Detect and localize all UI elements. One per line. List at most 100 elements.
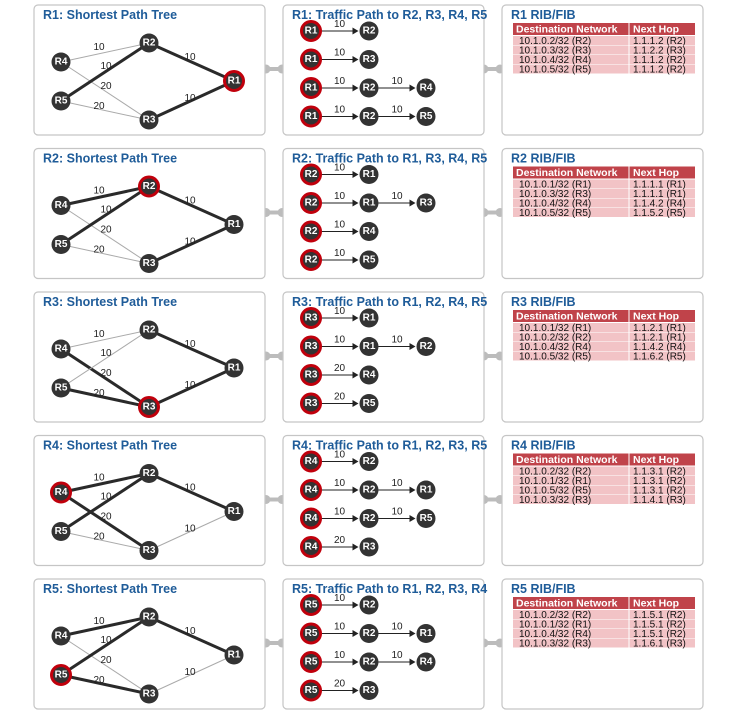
panel-frame — [33, 4, 266, 136]
router-r2: R2 — [359, 21, 379, 41]
router-r1: R1 — [223, 70, 245, 92]
router-label: R3 — [143, 258, 156, 269]
router-label: R5 — [305, 628, 318, 639]
destination-cell: 10.1.0.2/32 (R2) — [519, 466, 591, 477]
link-r5-r3-unused — [60, 244, 150, 264]
panel-frame — [282, 4, 485, 136]
destination-cell: 10.1.0.2/32 (R2) — [519, 610, 591, 621]
header-next-hop: Next Hop — [633, 598, 679, 610]
link-r5-r2-tree — [60, 615, 150, 677]
router-r2: R2 — [359, 107, 379, 126]
link-cost-label: 10 — [100, 348, 112, 359]
router-label: R5 — [55, 670, 68, 681]
traffic-title: R5: Traffic Path to R1, R2, R3, R4 — [292, 582, 487, 596]
destination-cell: 10.1.0.3/32 (R3) — [519, 45, 591, 56]
path-cost-label: 10 — [334, 593, 346, 604]
path-cost-label: 10 — [334, 48, 346, 59]
router-label: R5 — [305, 657, 318, 668]
arrow-head — [409, 343, 416, 350]
router-label: R1 — [305, 83, 318, 94]
destination-cell: 10.1.0.3/32 (R3) — [519, 495, 591, 506]
router-label: R4 — [363, 226, 376, 237]
link-cost-label: 10 — [100, 492, 112, 503]
destination-cell: 10.1.0.5/32 (R5) — [519, 485, 591, 496]
link-cost-label: 10 — [93, 186, 105, 197]
link-r2-r1-tree — [148, 328, 235, 370]
router-r4: R4 — [300, 479, 322, 501]
link-cost-label: 10 — [93, 616, 105, 627]
shortest-path-tree-panel: R5: Shortest Path Tree102010201010R4R5R2… — [33, 578, 266, 710]
link-r5-r2-unused — [60, 329, 150, 389]
router-label: R1 — [228, 219, 241, 230]
next-hop-cell: 1.1.4.2 (R4) — [633, 198, 686, 209]
router-r2: R2 — [139, 320, 159, 340]
router-label: R4 — [55, 344, 68, 355]
router-label: R4 — [305, 485, 318, 496]
router-r2: R2 — [416, 337, 436, 356]
link-cost-label: 10 — [184, 483, 196, 494]
destination-cell: 10.1.0.4/32 (R4) — [519, 55, 591, 66]
link-r5-r2-tree — [60, 185, 150, 246]
next-hop-cell: 1.1.1.2 (R2) — [633, 36, 686, 47]
next-hop-cell: 1.1.1.2 (R2) — [633, 55, 686, 66]
fib-title: R3 RIB/FIB — [511, 295, 576, 309]
table-header — [513, 23, 695, 35]
table-row: 10.1.0.1/32 (R1)1.1.1.1 (R1) — [513, 179, 695, 190]
panel-frame — [282, 147, 485, 280]
router-r2: R2 — [359, 595, 379, 615]
link-cost-label: 20 — [100, 368, 112, 379]
link-cost-label: 20 — [93, 532, 105, 543]
router-label: R2 — [363, 456, 376, 467]
router-r4: R4 — [300, 450, 322, 473]
router-label: R3 — [305, 370, 318, 381]
link-r4-r3-tree — [60, 491, 150, 552]
header-destination: Destination Network — [516, 311, 618, 323]
router-label: R4 — [363, 370, 376, 381]
link-cost-label: 20 — [100, 512, 112, 523]
link-r4-r2-unused — [60, 42, 150, 63]
router-r5: R5 — [51, 235, 71, 254]
router-r3: R3 — [138, 396, 160, 418]
router-r3: R3 — [300, 307, 322, 329]
table-header — [513, 597, 695, 609]
link-r3-r1-tree — [148, 79, 235, 122]
rib-fib-panel: R5 RIB/FIB Destination Network Next Hop 10.… — [501, 578, 704, 710]
header-destination: Destination Network — [516, 598, 618, 610]
arrow-head — [352, 343, 359, 350]
link-cost-label: 20 — [100, 655, 112, 666]
router-label: R2 — [143, 612, 156, 623]
router-r4: R4 — [300, 536, 322, 558]
router-label: R5 — [363, 398, 376, 409]
table-row: 10.1.0.3/32 (R3)1.1.6.1 (R3) — [513, 638, 695, 649]
link-r3-r1-tree — [148, 366, 235, 409]
router-label: R3 — [305, 398, 318, 409]
next-hop-cell: 1.1.6.2 (R5) — [633, 351, 686, 362]
fib-title: R5 RIB/FIB — [511, 582, 576, 596]
arrow-head — [352, 84, 359, 92]
next-hop-cell: 1.1.5.1 (R2) — [633, 619, 686, 630]
router-label: R1 — [363, 341, 376, 352]
router-label: R3 — [143, 689, 156, 700]
link-r4-r2-tree — [60, 615, 150, 638]
next-hop-cell: 1.1.3.1 (R2) — [633, 476, 686, 487]
next-hop-cell: 1.1.2.1 (R1) — [633, 332, 686, 343]
link-r4-r3-unused — [60, 635, 150, 695]
router-label: R2 — [143, 181, 156, 192]
router-r1: R1 — [224, 358, 244, 378]
next-hop-cell: 1.1.1.2 (R2) — [633, 64, 686, 75]
router-r4: R4 — [416, 652, 436, 672]
link-r5-r3-unused — [60, 531, 150, 551]
next-hop-cell: 1.1.6.1 (R3) — [633, 638, 686, 649]
destination-cell: 10.1.0.1/32 (R1) — [519, 323, 591, 334]
path-cost-label: 10 — [391, 650, 403, 661]
path-cost-label: 10 — [391, 76, 403, 87]
next-hop-cell: 1.1.3.1 (R2) — [633, 466, 686, 477]
table-row: 10.1.0.4/32 (R4)1.1.5.1 (R2) — [513, 629, 695, 640]
router-label: R1 — [363, 313, 376, 324]
router-r1: R1 — [416, 480, 436, 500]
